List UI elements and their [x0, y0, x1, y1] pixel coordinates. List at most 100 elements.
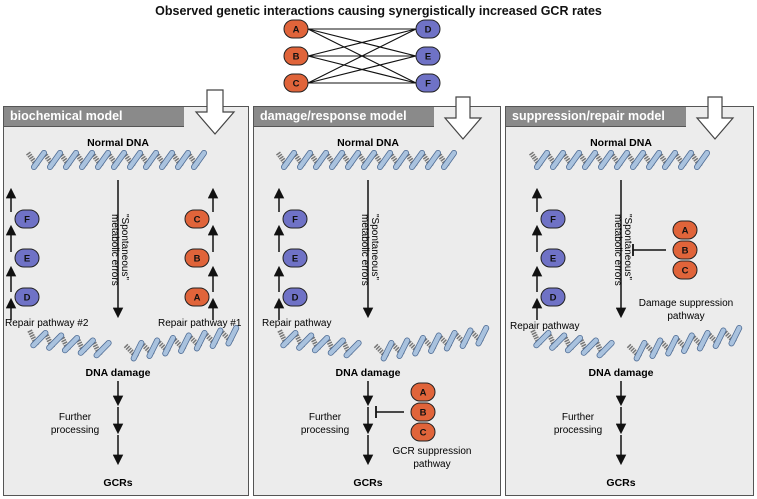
node-b: B	[410, 402, 436, 422]
suppression-label-line1: Damage suppression	[639, 298, 734, 309]
processing-label: processing	[554, 425, 602, 436]
panel-title: biochemical model	[10, 109, 123, 123]
normal-dna-helix	[275, 150, 457, 170]
panel-1-content: Normal DNA "Spontaneous" metabolic error…	[5, 137, 242, 489]
further-label: Further	[59, 412, 92, 423]
node-b: B	[283, 46, 309, 66]
panel-3-content: Normal DNA "Spontaneous" metabolic error…	[510, 137, 743, 489]
damaged-dna-right	[626, 325, 743, 362]
damaged-dna-right	[373, 325, 490, 362]
metabolic-errors-label: metabolic errors	[359, 214, 370, 286]
panel-title: suppression/repair model	[512, 109, 665, 123]
dna-damage-label: DNA damage	[589, 367, 654, 379]
node-c: C	[410, 422, 436, 442]
damage-suppression-stack: ABC	[672, 220, 698, 280]
node-label: F	[425, 79, 431, 90]
dna-damage-label: DNA damage	[86, 367, 151, 379]
node-a: A	[283, 19, 309, 39]
figure-title: Observed genetic interactions causing sy…	[155, 4, 602, 18]
suppression-label-line1: GCR suppression	[393, 446, 472, 457]
node-a: A	[672, 220, 698, 240]
normal-dna-helix	[528, 150, 710, 170]
processing-label: processing	[51, 425, 99, 436]
damaged-dna-right	[123, 325, 240, 362]
interaction-edge	[307, 28, 417, 84]
node-label: A	[194, 293, 201, 304]
processing-label: processing	[301, 425, 349, 436]
interaction-network: A B C D E F	[283, 19, 441, 93]
node-f: F	[14, 209, 40, 229]
gcrs-label: GCRs	[353, 477, 382, 489]
metabolic-errors-label: metabolic errors	[612, 214, 623, 286]
normal-dna-helix	[25, 150, 207, 170]
spontaneous-label: "Spontaneous"	[119, 214, 130, 280]
node-f: F	[540, 209, 566, 229]
node-a: A	[184, 287, 210, 307]
node-b: B	[672, 240, 698, 260]
node-e: E	[282, 248, 308, 268]
node-label: D	[292, 293, 299, 304]
node-label: F	[550, 215, 556, 226]
node-label: B	[194, 254, 201, 265]
repair-pathway-1-label: Repair pathway #1	[158, 318, 242, 329]
node-c: C	[283, 73, 309, 93]
panel-header: biochemical model	[4, 107, 184, 127]
repair-pathway-label: Repair pathway	[262, 318, 331, 329]
dna-damage-label: DNA damage	[336, 367, 401, 379]
hollow-arrows	[194, 89, 735, 140]
suppression-label-line2: pathway	[413, 459, 450, 470]
interaction-nodes: A B C D E F	[283, 19, 441, 93]
node-a: A	[410, 382, 436, 402]
repair-pathway-label: Repair pathway	[510, 321, 579, 332]
node-e: E	[540, 248, 566, 268]
node-label: D	[550, 293, 557, 304]
normal-dna-label: Normal DNA	[590, 137, 652, 149]
damaged-dna-left	[530, 329, 615, 359]
gcr-suppression-stack: ABC	[410, 382, 436, 442]
further-label: Further	[309, 412, 342, 423]
inhibition-bar	[375, 406, 404, 418]
further-label: Further	[562, 412, 595, 423]
panel-2-content: Normal DNA "Spontaneous" metabolic error…	[262, 137, 490, 489]
damaged-dna-left	[27, 329, 112, 359]
node-f: F	[415, 73, 441, 93]
node-label: E	[24, 254, 30, 265]
spontaneous-label: "Spontaneous"	[622, 214, 633, 280]
node-label: A	[293, 25, 300, 36]
node-label: E	[425, 52, 431, 63]
panel-header: suppression/repair model	[506, 107, 686, 127]
repair-pathway: D E F	[273, 187, 308, 320]
node-label: B	[293, 52, 300, 63]
node-label: A	[682, 226, 689, 237]
node-b: B	[184, 248, 210, 268]
node-label: C	[420, 428, 427, 439]
suppression-label-line2: pathway	[667, 311, 704, 322]
node-label: E	[292, 254, 298, 265]
hollow-arrow-down	[194, 89, 236, 135]
gcrs-label: GCRs	[606, 477, 635, 489]
repair-pathway-1: A B C	[184, 187, 219, 320]
node-label: C	[194, 215, 201, 226]
inhibition-bar	[632, 244, 666, 256]
metabolic-errors-label: metabolic errors	[109, 214, 120, 286]
repair-pathway: D E F	[531, 187, 566, 320]
node-label: C	[293, 79, 300, 90]
normal-dna-label: Normal DNA	[87, 137, 149, 149]
interaction-edge	[307, 28, 417, 57]
node-label: C	[682, 266, 689, 277]
node-label: F	[292, 215, 298, 226]
node-label: D	[425, 25, 432, 36]
node-label: E	[550, 254, 556, 265]
node-f: F	[282, 209, 308, 229]
node-label: D	[24, 293, 31, 304]
node-e: E	[415, 46, 441, 66]
node-c: C	[184, 209, 210, 229]
normal-dna-label: Normal DNA	[337, 137, 399, 149]
node-label: B	[682, 246, 689, 257]
node-d: D	[415, 19, 441, 39]
damaged-dna-left	[277, 329, 362, 359]
node-c: C	[672, 260, 698, 280]
node-label: F	[24, 215, 30, 226]
gcrs-label: GCRs	[103, 477, 132, 489]
